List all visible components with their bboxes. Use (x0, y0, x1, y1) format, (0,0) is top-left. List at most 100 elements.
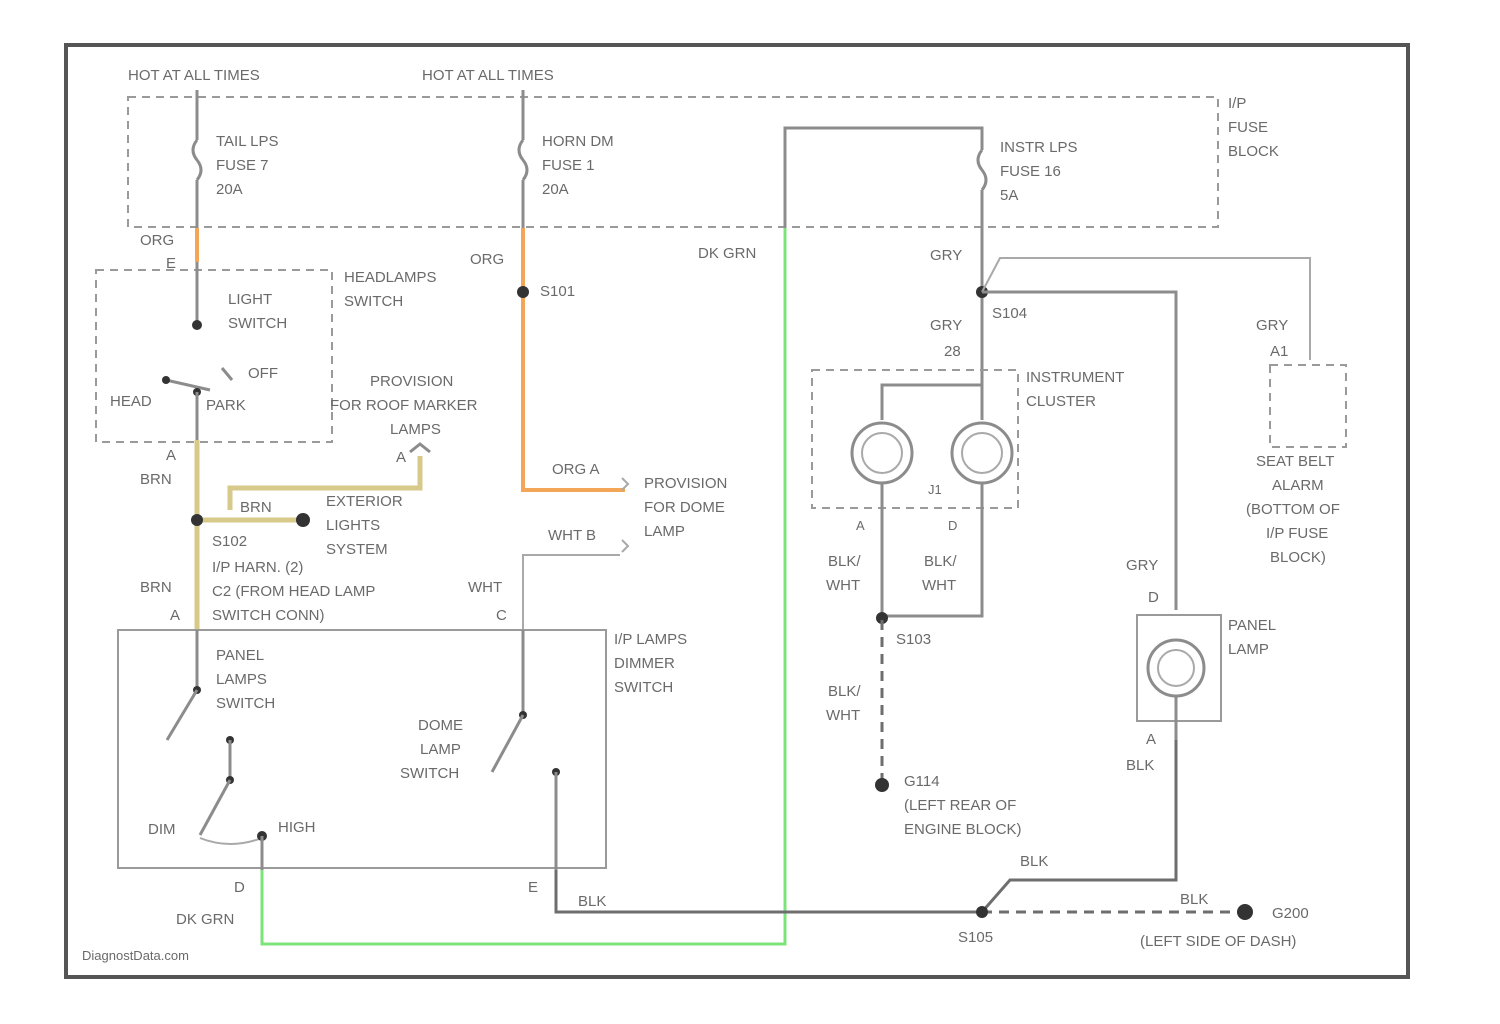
dome-lamp-switch-label-3: SWITCH (400, 765, 459, 782)
pin-28-label: 28 (944, 343, 961, 360)
harness-label-1: I/P HARN. (2) (212, 559, 303, 576)
fuse1-label-1: HORN DM (542, 133, 614, 150)
g114-dot (875, 778, 889, 792)
fuse1-label-2: FUSE 1 (542, 157, 595, 174)
dimmer-switch-label-3: SWITCH (614, 679, 673, 696)
splice-s105-label: S105 (958, 929, 993, 946)
panel-lamps-switch-label-2: LAMPS (216, 671, 267, 688)
g114-label-2: (LEFT REAR OF (904, 797, 1016, 814)
fuse7-label-1: TAIL LPS (216, 133, 279, 150)
g200-label-1: G200 (1272, 905, 1309, 922)
wire-blk-label-1: BLK (578, 893, 606, 910)
connector-a-brn-label: A (166, 447, 176, 464)
pin-a-ic-label: A (856, 518, 865, 533)
seatbelt-alarm-label-3: (BOTTOM OF (1246, 501, 1340, 518)
fuse7-label-3: 20A (216, 181, 243, 198)
blk-wht-label-3b: WHT (826, 707, 860, 724)
dimmer-switch-label-1: I/P LAMPS (614, 631, 687, 648)
roof-provision-label-2: FOR ROOF MARKER (330, 397, 478, 414)
roof-provision-label-1: PROVISION (370, 373, 453, 390)
fuse7-label-2: FUSE 7 (216, 157, 269, 174)
g114-label-3: ENGINE BLOCK) (904, 821, 1022, 838)
hot-label-2: HOT AT ALL TIMES (422, 67, 554, 84)
seatbelt-alarm-label-5: BLOCK) (1270, 549, 1326, 566)
wire-gry-label-4: GRY (1126, 557, 1158, 574)
pin-a1-label: A1 (1270, 343, 1288, 360)
dim-label: DIM (148, 821, 176, 838)
dome-lamp-switch-label-2: LAMP (420, 741, 461, 758)
pin-d-ic-label: D (948, 518, 957, 533)
seatbelt-alarm-box (1270, 365, 1346, 447)
fuse1-label-3: 20A (542, 181, 569, 198)
ext-lights-label-2: LIGHTS (326, 517, 380, 534)
dome-lamp-switch-label-1: DOME (418, 717, 463, 734)
wire-org-label-2: ORG (470, 251, 504, 268)
blk-wht-label-1a: BLK/ (828, 553, 861, 570)
blk-wht-label-1b: WHT (826, 577, 860, 594)
wire-brn-label-3: BRN (140, 579, 172, 596)
hot-label-1: HOT AT ALL TIMES (128, 67, 260, 84)
seatbelt-alarm-label-2: ALARM (1272, 477, 1324, 494)
headlamps-switch-label-2: SWITCH (344, 293, 403, 310)
dimmer-switch-box (118, 630, 606, 868)
wire-dkgrn-bottom-label: DK GRN (176, 911, 234, 928)
dkgrn-top-run (785, 128, 982, 228)
fuse-1 (519, 90, 527, 228)
blk-ground-run (556, 740, 1176, 912)
ip-fuse-block-box (128, 97, 1218, 227)
instrument-cluster-box (812, 370, 1018, 508)
wire-blk-panel-label: BLK (1126, 757, 1154, 774)
org-a-label: ORG A (552, 461, 600, 478)
headlamps-switch-box (96, 270, 332, 442)
splice-s102-dot (191, 514, 203, 526)
wire-gry-label-1: GRY (930, 247, 962, 264)
light-switch-label-1: LIGHT (228, 291, 272, 308)
splice-s103-label: S103 (896, 631, 931, 648)
panel-lamp (1148, 640, 1204, 740)
wire-brn-label-1: BRN (140, 471, 172, 488)
org-wire-right (523, 228, 625, 490)
blk-wht-label-2b: WHT (922, 577, 956, 594)
pin-c-label: C (496, 607, 507, 624)
blk-wht-label-2a: BLK/ (924, 553, 957, 570)
high-label: HIGH (278, 819, 316, 836)
switch-park-label: PARK (206, 397, 246, 414)
fuse-16 (978, 132, 986, 228)
panel-lamps-switch (167, 630, 267, 870)
switch-off-label: OFF (248, 365, 278, 382)
splice-s104-label: S104 (992, 305, 1027, 322)
instrument-cluster-label-1: INSTRUMENT (1026, 369, 1124, 386)
roof-provision-label-3: LAMPS (390, 421, 441, 438)
harness-label-2: C2 (FROM HEAD LAMP (212, 583, 375, 600)
splice-s102-label: S102 (212, 533, 247, 550)
watermark: DiagnostData.com (82, 948, 189, 963)
g200-label-2: (LEFT SIDE OF DASH) (1140, 933, 1296, 950)
wire-gry-label-3: GRY (1256, 317, 1288, 334)
wire-org-label-1: ORG (140, 232, 174, 249)
panel-lamps-switch-label-1: PANEL (216, 647, 264, 664)
ext-lights-dot (296, 513, 310, 527)
fuse16-label-1: INSTR LPS (1000, 139, 1078, 156)
pin-a-panel-label: A (1146, 731, 1156, 748)
splice-s101-label: S101 (540, 283, 575, 300)
harness-label-3: SWITCH CONN) (212, 607, 325, 624)
fuse-7 (193, 90, 201, 228)
wire-blk-label-2: BLK (1020, 853, 1048, 870)
instrument-cluster-label-2: CLUSTER (1026, 393, 1096, 410)
fuse16-label-2: FUSE 16 (1000, 163, 1061, 180)
pin-a-bottom-label: A (170, 607, 180, 624)
pin-d-dimmer-label: D (234, 879, 245, 896)
roof-connector (410, 444, 430, 452)
dome-lamp-switch (492, 630, 560, 870)
splice-s101-dot (517, 286, 529, 298)
blk-wht-label-3a: BLK/ (828, 683, 861, 700)
panel-lamps-switch-label-3: SWITCH (216, 695, 275, 712)
panel-lamp-label-1: PANEL (1228, 617, 1276, 634)
dimmer-switch-label-2: DIMMER (614, 655, 675, 672)
ip-fuse-block-label-3: BLOCK (1228, 143, 1279, 160)
ip-fuse-block-label-1: I/P (1228, 95, 1246, 112)
wire-gry-label-2: GRY (930, 317, 962, 334)
fuse16-label-3: 5A (1000, 187, 1018, 204)
connector-e-label: E (166, 255, 176, 272)
dome-provision-label-2: FOR DOME (644, 499, 725, 516)
